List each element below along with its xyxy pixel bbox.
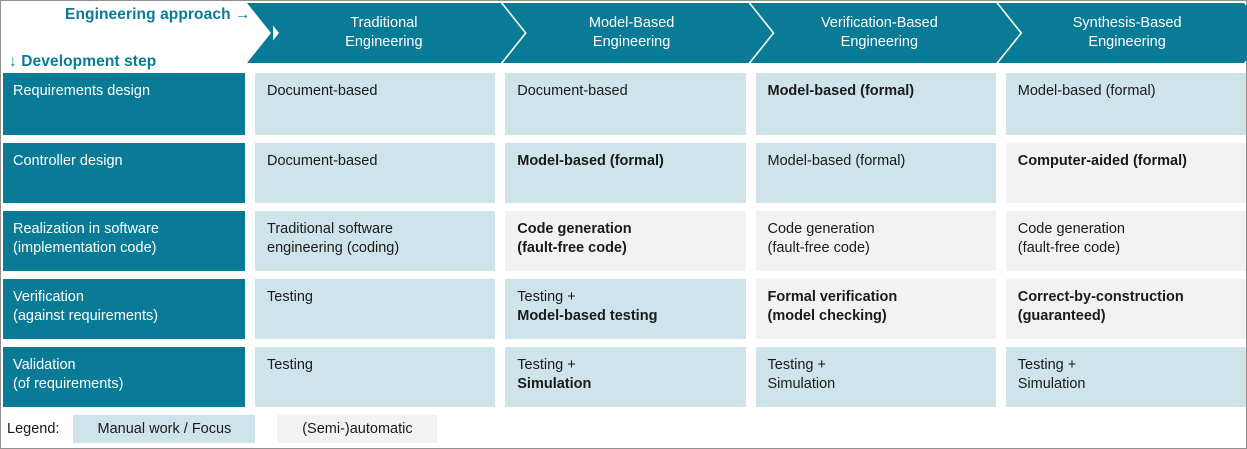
matrix-row: Verification (against requirements) Testin… xyxy=(3,279,1246,339)
legend: Legend: Manual work / Focus (Semi-)autom… xyxy=(7,415,438,443)
column-header-line1: Verification-Based xyxy=(820,14,938,31)
matrix-cell-r1-c1: Document-based xyxy=(255,73,496,135)
cell-line: Testing + xyxy=(517,289,576,305)
cell-line: Formal verification xyxy=(767,289,898,305)
matrix-cell-r5-c1: Testing xyxy=(255,347,496,407)
cell-line: Traditional software xyxy=(267,221,393,237)
column-header-line2: Engineering xyxy=(1088,34,1166,50)
matrix-row: Controller design Document-based Model-bas… xyxy=(3,143,1246,203)
cell-line: Simulation xyxy=(1017,376,1086,393)
column-header-line2: Engineering xyxy=(345,34,423,50)
row-label-3: Realization in software (implementation c… xyxy=(3,211,245,271)
cell-line: Code generation xyxy=(1017,221,1125,237)
cell-line: Model-based testing xyxy=(517,308,658,325)
row-label-line2: (of requirements) xyxy=(13,376,124,393)
row-label-line2: (implementation code) xyxy=(13,240,157,257)
cell-line: Model-based (formal) xyxy=(767,83,915,99)
cell-line: Simulation xyxy=(767,376,836,393)
matrix-cell-r4-c2: Testing + Model-based testing xyxy=(505,279,746,339)
matrix-cell-r3-c3: Code generation (fault-free code) xyxy=(755,211,996,271)
matrix-cell-r4-c1: Testing xyxy=(255,279,496,339)
matrix-cell-r1-c3: Model-based (formal) xyxy=(755,73,996,135)
legend-label: Legend: xyxy=(7,421,60,437)
cell-line: (fault-free code) xyxy=(1017,240,1121,257)
row-label-line1: Controller design xyxy=(13,153,123,169)
column-header-line1: Synthesis-Based xyxy=(1072,14,1182,31)
column-header-line1: Model-Based xyxy=(588,14,675,31)
legend-swatch-manual: Manual work / Focus xyxy=(73,415,256,443)
cell-line: Code generation xyxy=(517,221,632,237)
column-header-line1: Traditional xyxy=(350,14,418,31)
cell-line: Testing + xyxy=(517,357,576,373)
cell-line: Computer-aided (formal) xyxy=(1017,153,1187,169)
matrix-cell-r3-c2: Code generation (fault-free code) xyxy=(505,211,746,271)
cell-line: Code generation xyxy=(767,221,875,237)
matrix-cell-r2-c1: Document-based xyxy=(255,143,496,203)
cell-line: Document-based xyxy=(517,83,628,99)
matrix-row: Validation (of requirements) Testing Testin… xyxy=(3,347,1246,407)
matrix-row: Requirements design Document-based Documen… xyxy=(3,73,1246,135)
matrix-cell-r5-c2: Testing + Simulation xyxy=(505,347,746,407)
cell-line: Document-based xyxy=(267,153,378,169)
row-label-line1: Requirements design xyxy=(13,83,151,99)
cell-line: (fault-free code) xyxy=(517,240,627,257)
cell-line: Document-based xyxy=(267,83,378,99)
matrix-row: Realization in software (implementation c… xyxy=(3,211,1246,271)
matrix-cell-r2-c3: Model-based (formal) xyxy=(755,143,996,203)
matrix-cell-r5-c3: Testing + Simulation xyxy=(755,347,996,407)
matrix-cell-r4-c3: Formal verification (model checking) xyxy=(755,279,996,339)
cell-line: Model-based (formal) xyxy=(517,153,664,169)
cell-line: Testing + xyxy=(767,357,826,373)
row-label-4: Verification (against requirements) xyxy=(3,279,245,339)
matrix-cell-r2-c2: Model-based (formal) xyxy=(505,143,746,203)
column-header-line2: Engineering xyxy=(840,34,919,50)
cell-line: Simulation xyxy=(517,376,592,393)
matrix-cell-r1-c2: Document-based xyxy=(505,73,746,135)
cell-line: Testing xyxy=(267,289,313,305)
row-label-line2: (against requirements) xyxy=(13,308,159,325)
matrix-cell-r4-c4: Correct-by-construction (guaranteed) xyxy=(1005,279,1246,339)
row-label-2: Controller design xyxy=(3,143,245,203)
matrix-cell-r5-c4: Testing + Simulation xyxy=(1005,347,1246,407)
matrix-cell-r2-c4: Computer-aided (formal) xyxy=(1005,143,1246,203)
legend-swatch-automatic: (Semi-)automatic xyxy=(277,415,438,443)
matrix-cell-r1-c4: Model-based (formal) xyxy=(1005,73,1246,135)
development-step-axis-caption: ↓ Development step xyxy=(9,53,157,70)
cell-line: (guaranteed) xyxy=(1017,308,1106,325)
column-header-line2: Engineering xyxy=(592,34,671,50)
row-label-5: Validation (of requirements) xyxy=(3,347,245,407)
cell-line: Model-based (formal) xyxy=(767,153,906,169)
cell-line: Testing + xyxy=(1017,357,1077,373)
cell-line: (fault-free code) xyxy=(767,240,870,257)
engineering-approach-axis-caption: Engineering approach → xyxy=(65,6,251,23)
row-label-line1: Validation xyxy=(13,357,76,373)
row-label-line1: Verification xyxy=(13,289,84,305)
cell-line: (model checking) xyxy=(767,308,887,325)
cell-line: Correct-by-construction xyxy=(1017,289,1184,305)
row-label-line1: Realization in software xyxy=(13,221,159,237)
cell-line: Model-based (formal) xyxy=(1017,83,1156,99)
matrix-cell-r3-c1: Traditional software engineering (coding) xyxy=(255,211,496,271)
cell-line: engineering (coding) xyxy=(267,240,400,257)
row-label-1: Requirements design xyxy=(3,73,245,135)
cell-line: Testing xyxy=(267,357,313,373)
matrix-cell-r3-c4: Code generation (fault-free code) xyxy=(1005,211,1246,271)
